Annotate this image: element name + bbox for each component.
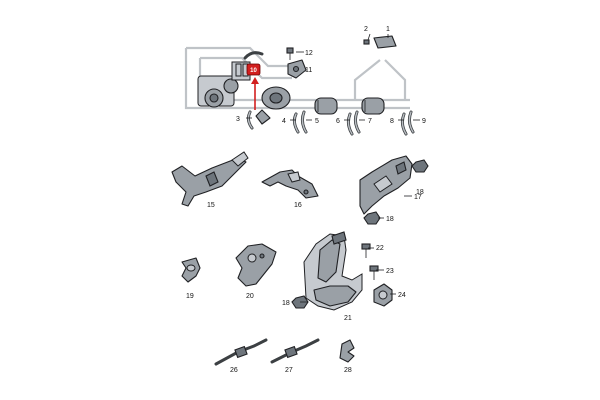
turbocharger: [255, 86, 291, 125]
callout-15: 15: [207, 202, 215, 209]
hose-3: [246, 110, 254, 130]
bolt-23: [369, 265, 379, 280]
callout-1: 1: [386, 26, 390, 33]
callout-19: 19: [186, 293, 194, 300]
catalytic-converter-rear: [361, 97, 385, 115]
hose-8: [400, 112, 408, 136]
callout-17: 17: [414, 194, 422, 201]
callout-6: 6: [336, 118, 340, 125]
hose-7: [353, 110, 361, 134]
hose-4: [292, 112, 300, 134]
callout-27: 27: [285, 367, 293, 374]
callout-4: 4: [282, 118, 286, 125]
callout-2: 2: [364, 26, 368, 33]
callout-18-middle: 18: [386, 216, 394, 223]
filter-housing: [231, 61, 251, 81]
housing-21: [303, 231, 363, 311]
highlighted-part-badge: 10: [243, 51, 264, 76]
callout-21: 21: [344, 315, 352, 322]
bracket-15: [171, 151, 249, 207]
callout-22: 22: [376, 245, 384, 252]
callout-24: 24: [398, 292, 406, 299]
callout-16: 16: [294, 202, 302, 209]
pressure-sensor-11: [287, 59, 307, 79]
callout-5: 5: [315, 118, 319, 125]
hose-9: [407, 110, 415, 134]
callout-18-bottom: 18: [282, 300, 290, 307]
leader-lines: [246, 33, 420, 303]
bracket-20: [235, 243, 277, 287]
bracket-16: [261, 169, 319, 199]
callout-9: 9: [422, 118, 426, 125]
clip-28: [339, 339, 355, 363]
highlight-arrow: [251, 77, 259, 110]
callout-20: 20: [246, 293, 254, 300]
clamp-24: [373, 283, 393, 307]
cable-tie-27: [270, 338, 320, 364]
callout-3: 3: [236, 116, 240, 123]
engine-block: [197, 75, 239, 108]
callout-26: 26: [230, 367, 238, 374]
badge-label: 10: [250, 68, 257, 74]
clip-19: [181, 257, 201, 283]
callout-7: 7: [368, 118, 372, 125]
nut-18-middle: [363, 211, 381, 225]
bolt-22: [361, 243, 371, 258]
callout-12: 12: [305, 50, 313, 57]
callout-8: 8: [390, 118, 394, 125]
nut-18-top: [411, 159, 429, 173]
hose-5: [300, 110, 308, 134]
hose-6: [346, 112, 354, 136]
callout-18-top: 18: [416, 189, 424, 196]
callout-labels: 1 2 3 4 5 6 7 8 9 11 12 15 16 17 18 18 1…: [186, 26, 426, 374]
callout-23: 23: [386, 268, 394, 275]
callout-28: 28: [344, 367, 352, 374]
bolt-12: [286, 47, 294, 60]
engine-schematic: 10: [184, 35, 415, 136]
callout-11: 11: [305, 67, 312, 74]
bracket-17: [359, 155, 413, 215]
catalytic-converter-front: [314, 97, 338, 115]
sensor-1: [363, 35, 397, 49]
cable-tie-26: [214, 338, 268, 366]
